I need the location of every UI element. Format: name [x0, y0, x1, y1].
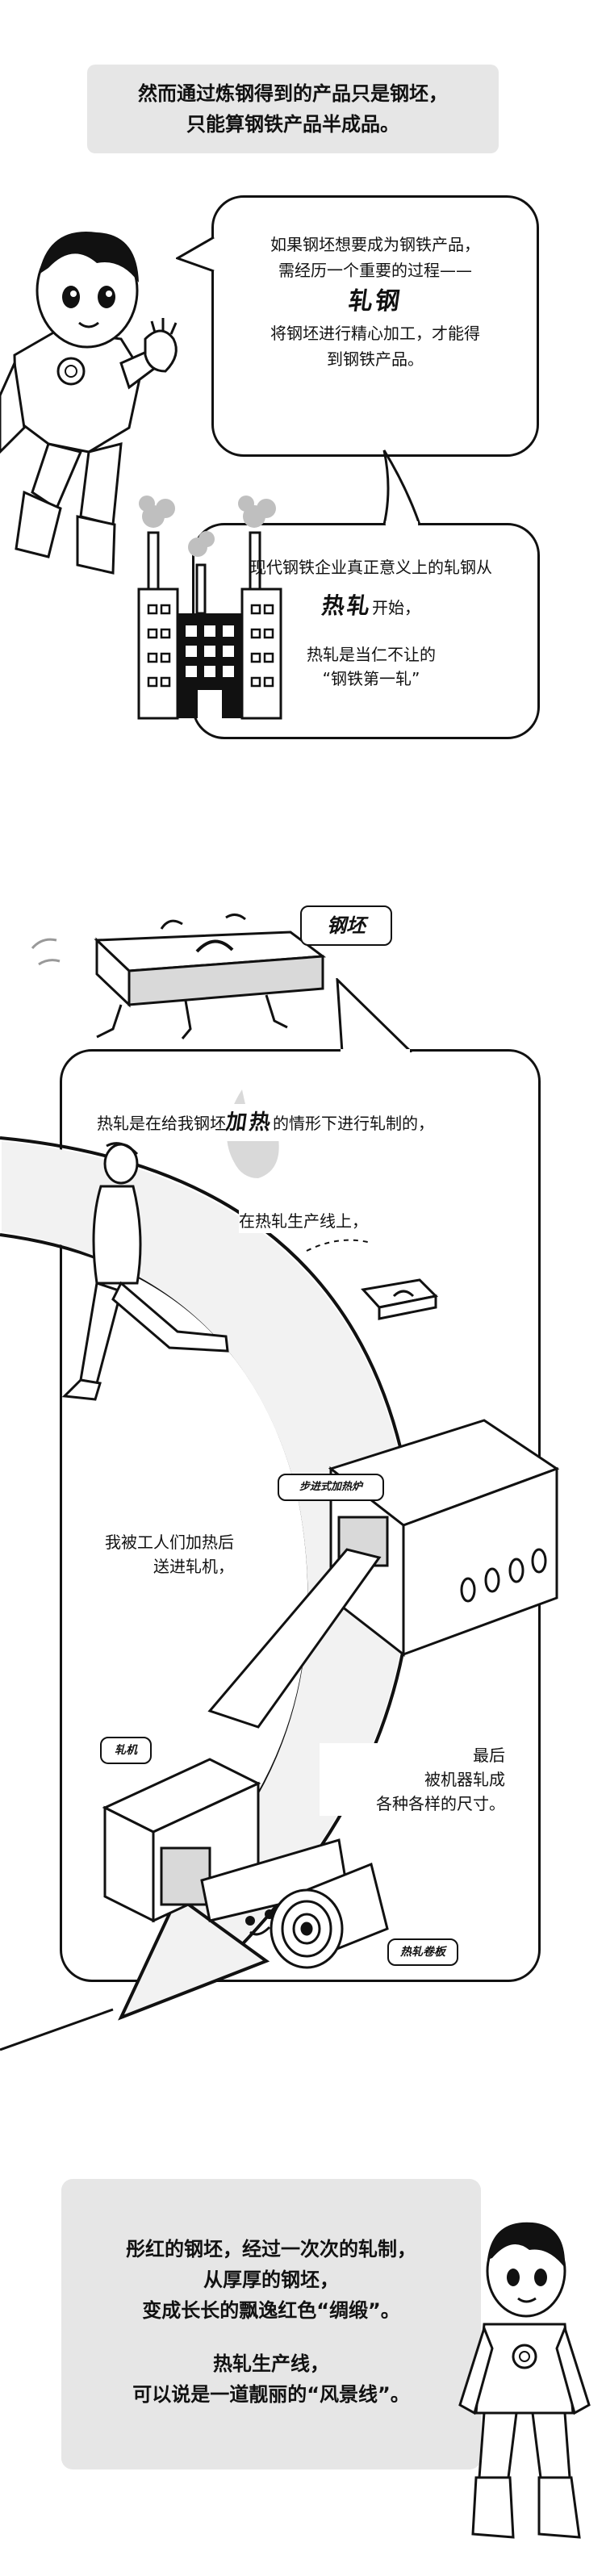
worker-line-1: 我被工人们加热后 — [105, 1533, 234, 1552]
bubble2-line-1: 现代钢铁企业真正意义上的轧钢从 — [250, 558, 492, 577]
final-line-2: 被机器轧成 — [424, 1770, 505, 1789]
intro-text: 然而通过炼钢得到的产品只是钢坯， 只能算钢铁产品半成品。 — [138, 78, 448, 140]
outro-box: 彤红的钢坯，经过一次次的轧制， 从厚厚的钢坯， 变成长长的飘逸红色“绸缎”。 热… — [61, 2179, 481, 2469]
heating-sentence: 热轧是在给我钢坯加热的情形下进行轧制的， — [97, 1104, 435, 1141]
robot-boy-top-illustration — [0, 232, 178, 575]
outro-line-5: 可以说是一道靓丽的“风景线”。 — [132, 2383, 410, 2406]
bubble2-tail — [382, 450, 421, 526]
process-panel-tail — [336, 978, 413, 1052]
intro-line-1: 然而通过炼钢得到的产品只是钢坯， — [138, 82, 448, 105]
outro-line-1: 彤红的钢坯，经过一次次的轧制， — [126, 2238, 416, 2260]
outro-text: 彤红的钢坯，经过一次次的轧制， 从厚厚的钢坯， 变成长长的飘逸红色“绸缎”。 热… — [61, 2234, 481, 2410]
factory-illustration — [137, 496, 282, 720]
intro-line-2: 只能算钢铁产品半成品。 — [186, 113, 399, 136]
bubble2-text: 现代钢铁企业真正意义上的轧钢从 热轧开始， 热轧是当仁不让的 “钢铁第一轧” — [210, 555, 533, 691]
bubble1-line-2: 需经历一个重要的过程—— — [278, 261, 472, 280]
heating-post: 的情形下进行轧制的， — [273, 1114, 435, 1133]
keyword-hot-rolling: 热轧 — [320, 592, 374, 619]
bubble1-line-3: 将钢坯进行精心加工，才能得 — [270, 324, 480, 343]
final-line-1: 最后 — [473, 1746, 505, 1765]
outro-line-4: 热轧生产线， — [213, 2352, 329, 2375]
line-sentence: 在热轧生产线上， — [239, 1209, 368, 1233]
furnace-label: 步进式加热炉 — [278, 1474, 384, 1501]
worker-line-2: 送进轧机， — [153, 1557, 234, 1576]
billet-label: 钢坯 — [300, 905, 392, 946]
final-line-3: 各种各样的尺寸。 — [376, 1794, 505, 1813]
bubble2-line-2: 热轧是当仁不让的 — [307, 645, 436, 664]
coil-label: 热轧卷板 — [387, 1938, 458, 1966]
bubble2-keyword-suffix: 开始， — [372, 598, 420, 617]
billet-character-illustration — [31, 914, 335, 1039]
speech-bubble-rolling: 如果钢坯想要成为钢铁产品， 需经历一个重要的过程—— 轧钢 将钢坯进行精心加工，… — [211, 195, 539, 457]
worker-sentence: 我被工人们加热后 送进轧机， — [105, 1530, 234, 1579]
outro-line-3: 变成长长的飘逸红色“绸缎”。 — [142, 2299, 400, 2322]
mill-label: 轧机 — [100, 1737, 152, 1764]
bubble2-line-3: “钢铁第一轧” — [322, 669, 420, 688]
robot-boy-bottom-illustration — [458, 2222, 591, 2539]
keyword-heating: 加热 — [224, 1110, 275, 1135]
heating-pre: 热轧是在给我钢坯 — [97, 1114, 226, 1133]
bubble1-line-4: 到钢铁产品。 — [327, 349, 424, 369]
outro-line-2: 从厚厚的钢坯， — [203, 2269, 339, 2291]
intro-box: 然而通过炼钢得到的产品只是钢坯， 只能算钢铁产品半成品。 — [87, 65, 499, 153]
production-line-illustration — [0, 1089, 560, 2051]
final-sentence: 最后 被机器轧成 各种各样的尺寸。 — [320, 1743, 505, 1816]
keyword-rolling: 轧钢 — [346, 287, 404, 316]
bubble1-tail — [176, 236, 215, 273]
bubble1-line-1: 如果钢坯想要成为钢铁产品， — [270, 235, 480, 254]
